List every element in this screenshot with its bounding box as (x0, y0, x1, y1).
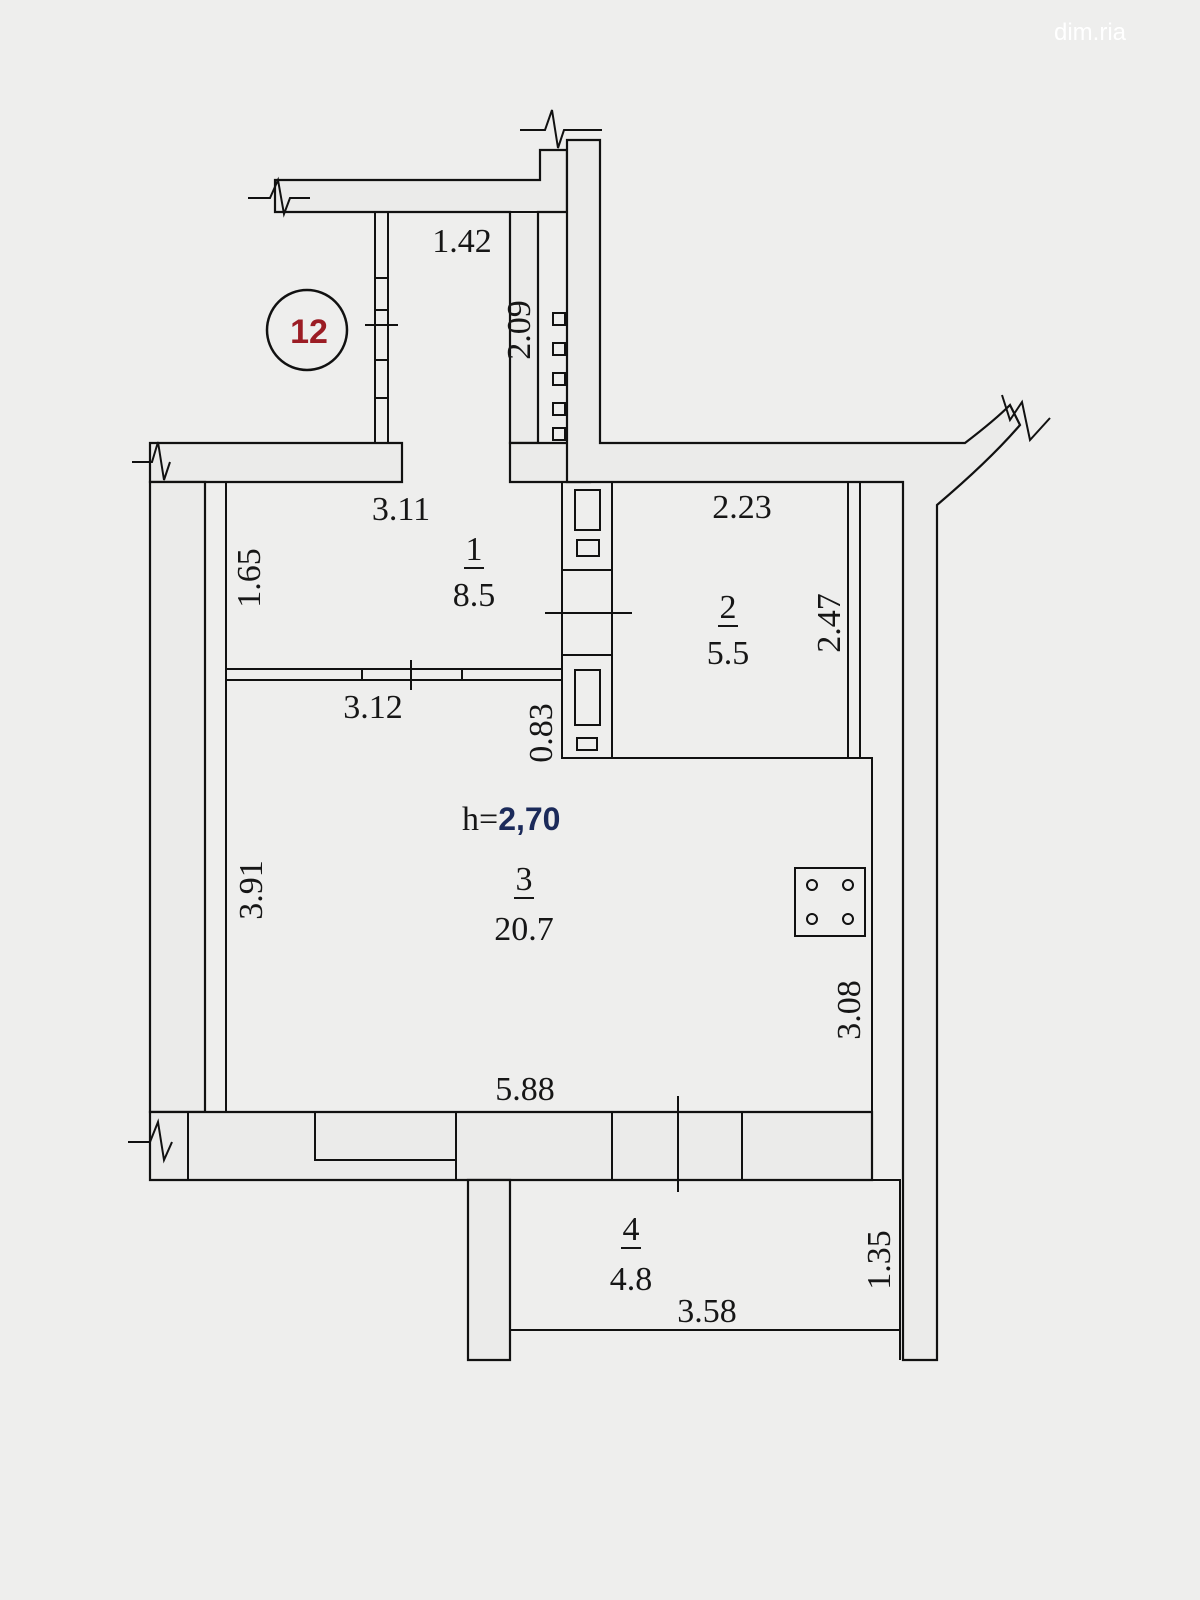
room-labels: 1 8.5 2 5.5 3 20.7 4 4.8 (453, 531, 750, 1298)
unit-marker: 12 (265, 288, 349, 372)
balcony-outline (510, 1179, 901, 1360)
break-line-icon (128, 1118, 173, 1164)
dimension-labels: 1.42 2.09 3.11 1.65 3.12 0.83 2.23 2.47 … (231, 223, 898, 1330)
ventilation-duct-icon (552, 312, 566, 441)
stove-icon (794, 867, 866, 937)
dim-duct-width: 0.83 (523, 703, 560, 763)
left-exterior-wall (148, 480, 207, 1114)
ceiling-height: h=2,70 (462, 801, 560, 838)
vent-square (552, 342, 566, 356)
break-line-icon (248, 176, 310, 218)
room-area: 5.5 (707, 635, 750, 672)
vent-square (552, 427, 566, 441)
bathtub-icon (574, 669, 601, 726)
hall-cabinet-lines (375, 277, 388, 399)
vent-square (552, 312, 566, 326)
dim-living-right-height: 3.08 (831, 980, 868, 1040)
sink-icon (576, 737, 598, 751)
hall-living-divider (226, 668, 562, 681)
window-frames (187, 1112, 743, 1180)
burner-icon (842, 879, 854, 891)
room-label-4: 4 4.8 (610, 1211, 653, 1298)
room-area: 4.8 (610, 1261, 653, 1298)
dim-hall-width: 3.11 (372, 491, 430, 528)
vent-square (552, 372, 566, 386)
room-label-2: 2 5.5 (707, 589, 750, 672)
break-line-icon (132, 441, 171, 481)
room-area: 8.5 (453, 577, 496, 614)
dim-hall-height: 1.65 (231, 548, 268, 608)
dim-balcony-depth: 1.35 (861, 1230, 898, 1290)
toilet-tank-icon (576, 539, 600, 557)
duct-column (561, 482, 612, 759)
burner-icon (806, 879, 818, 891)
hall-left-wall (148, 441, 404, 484)
walls (148, 138, 1022, 1362)
dim-bath-width: 2.23 (712, 489, 772, 526)
room-number: 4 (623, 1211, 640, 1248)
living-room-outline (612, 757, 873, 1112)
unit-number: 12 (290, 313, 328, 351)
bottom-wall (148, 1110, 874, 1182)
watermark: dim.ria (1054, 19, 1127, 46)
break-line-icon (520, 109, 602, 149)
room-number: 1 (466, 531, 483, 568)
dim-balcony-width: 3.58 (677, 1293, 737, 1330)
room-label-3: 3 20.7 (494, 861, 554, 948)
vent-square (552, 402, 566, 416)
dim-living-width: 5.88 (495, 1071, 555, 1108)
washbasin-icon (574, 489, 601, 531)
right-exterior-wall (565, 138, 1022, 1362)
unit-marker-circle (265, 288, 349, 372)
entrance-top-wall (273, 148, 569, 445)
burner-icon (842, 913, 854, 925)
ceiling-height-value: 2,70 (498, 801, 560, 837)
dim-hall-top-width: 1.42 (432, 223, 492, 260)
room-boundaries (187, 211, 873, 1192)
dim-hall-bottom-width: 3.12 (343, 689, 403, 726)
room-label-1: 1 8.5 (453, 531, 496, 614)
ceiling-height-prefix: h= (462, 801, 498, 838)
left-wall-inner-line (205, 481, 227, 1113)
dim-living-height: 3.91 (233, 860, 270, 920)
break-line-icon (1001, 394, 1051, 443)
room-number: 3 (516, 861, 533, 898)
room-number: 2 (720, 589, 737, 626)
balcony-left-wall (466, 1178, 512, 1362)
dim-bath-height: 2.47 (811, 593, 848, 653)
plumbing-fixtures (574, 489, 601, 751)
room-area: 20.7 (494, 911, 554, 948)
burner-icon (806, 913, 818, 925)
dim-hall-depth: 2.09 (501, 300, 538, 360)
stove-body (794, 867, 866, 937)
hall-upper-boundary (374, 211, 538, 443)
break-line-icon (128, 109, 1051, 1164)
